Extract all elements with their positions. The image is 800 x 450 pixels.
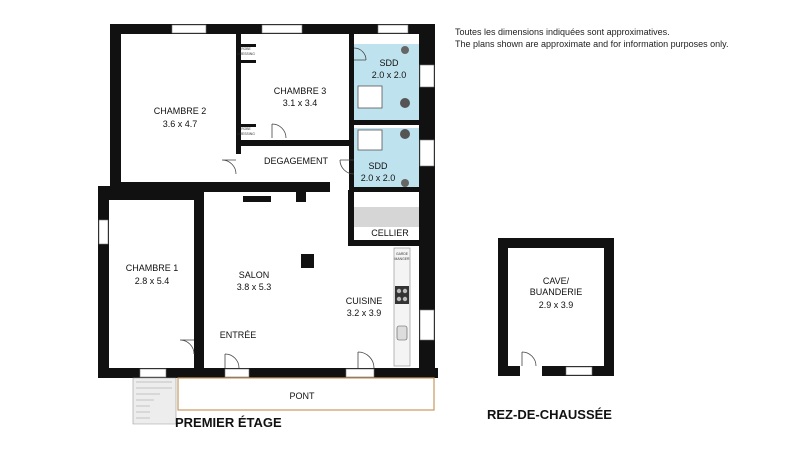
doors bbox=[179, 47, 375, 369]
cave-walls bbox=[498, 238, 614, 376]
label-cuisine: CUISINE bbox=[346, 296, 383, 306]
garde-manger-label: GARDE bbox=[396, 252, 409, 256]
label-sdd-top: SDD bbox=[379, 58, 399, 68]
size-cuisine: 3.2 x 3.9 bbox=[347, 308, 382, 318]
salon-stove bbox=[301, 254, 314, 268]
label-buanderie: BUANDERIE bbox=[530, 287, 583, 297]
label-degagement: DEGAGEMENT bbox=[264, 156, 329, 166]
label-chambre1: CHAMBRE 1 bbox=[126, 263, 179, 273]
size-sdd-top: 2.0 x 2.0 bbox=[372, 70, 407, 80]
label-salon: SALON bbox=[239, 270, 270, 280]
label-pont: PONT bbox=[289, 391, 315, 401]
size-cave: 2.9 x 3.9 bbox=[539, 300, 574, 310]
label-cellier: CELLIER bbox=[371, 228, 409, 238]
disclaimer: Toutes les dimensions indiquées sont app… bbox=[455, 26, 729, 50]
size-chambre1: 2.8 x 5.4 bbox=[135, 276, 170, 286]
stairs bbox=[132, 377, 177, 425]
label-chambre2: CHAMBRE 2 bbox=[154, 106, 207, 116]
size-sdd-bottom: 2.0 x 2.0 bbox=[361, 173, 396, 183]
size-salon: 3.8 x 5.3 bbox=[237, 282, 272, 292]
robe-label-2: ROBE bbox=[241, 127, 251, 131]
windows bbox=[98, 24, 435, 378]
bathroom-fixtures bbox=[357, 46, 410, 187]
sdd-floor-top bbox=[353, 44, 419, 121]
deck bbox=[177, 377, 435, 411]
cave-door bbox=[521, 351, 537, 367]
size-chambre3: 3.1 x 3.4 bbox=[283, 98, 318, 108]
label-chambre3: CHAMBRE 3 bbox=[274, 86, 327, 96]
interior-walls bbox=[100, 34, 428, 370]
size-chambre2: 3.6 x 4.7 bbox=[163, 119, 198, 129]
disclaimer-fr: Toutes les dimensions indiquées sont app… bbox=[455, 27, 670, 37]
cave-window bbox=[565, 366, 593, 376]
cave-door-gap bbox=[520, 366, 542, 376]
garde-manger-label-2: MANGER bbox=[395, 257, 410, 261]
robe-label-1b: DRESSING bbox=[237, 52, 255, 56]
floor-label-rez-de-chaussee: REZ-DE-CHAUSSÉE bbox=[487, 407, 612, 422]
robe-label-2b: DRESSING bbox=[237, 132, 255, 136]
label-entree: ENTRÉE bbox=[220, 330, 257, 340]
robe-label-1: ROBE bbox=[241, 47, 251, 51]
label-sdd-bottom: SDD bbox=[368, 161, 388, 171]
label-cave: CAVE/ bbox=[543, 276, 570, 286]
cellier-shelf bbox=[354, 207, 428, 227]
disclaimer-en: The plans shown are approximate and for … bbox=[455, 39, 729, 49]
floor-label-premier-etage: PREMIER ÉTAGE bbox=[175, 415, 282, 430]
kitchen-fixtures bbox=[393, 247, 411, 367]
